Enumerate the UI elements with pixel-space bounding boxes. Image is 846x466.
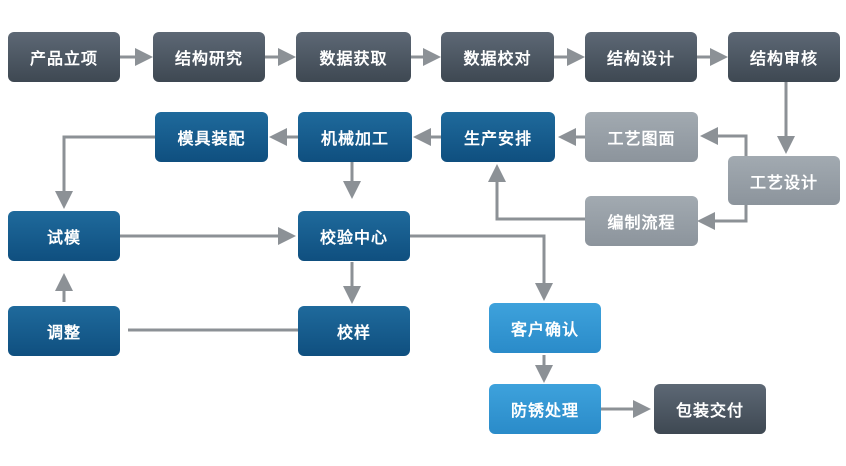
arrow-jiaoyanzhongxin-to-kehuqueren <box>410 234 553 301</box>
node-jixiejiagong: 机械加工 <box>298 112 412 162</box>
arrow-gongyisheji-to-gongyituxian <box>700 127 748 156</box>
node-jiaoyanzhongxin: 校验中心 <box>298 211 410 261</box>
node-shimo: 试模 <box>8 211 120 261</box>
node-tiaozheng: 调整 <box>8 306 120 356</box>
node-mojuzhuangpei: 模具装配 <box>155 112 268 162</box>
node-jiegouyanjiu: 结构研究 <box>153 32 265 82</box>
node-jiegousheji: 结构设计 <box>585 32 697 82</box>
node-shengchananpai: 生产安排 <box>441 112 555 162</box>
node-gongyituxian: 工艺图面 <box>585 112 698 162</box>
node-kehuqueren: 客户确认 <box>489 303 601 353</box>
node-jiaoyang: 校样 <box>298 306 410 356</box>
node-baozhuangjiaofu: 包装交付 <box>654 384 766 434</box>
node-fangxiuchuli: 防锈处理 <box>489 384 601 434</box>
node-shujujiaodui: 数据校对 <box>441 32 554 82</box>
node-bianzhiliucheng: 编制流程 <box>585 196 698 246</box>
node-jiegoushenhe: 结构审核 <box>728 32 840 82</box>
arrow-bianzhiliucheng-to-shengchananpai <box>488 164 585 221</box>
node-gongyisheji: 工艺设计 <box>728 156 840 205</box>
node-shujuhuoqu: 数据获取 <box>296 32 411 82</box>
arrow-mojuzhuangpei-to-shimo <box>55 135 155 209</box>
arrow-gongyisheji-to-bianzhiliucheng <box>697 205 748 230</box>
node-chanpinlixiang: 产品立项 <box>8 32 120 82</box>
